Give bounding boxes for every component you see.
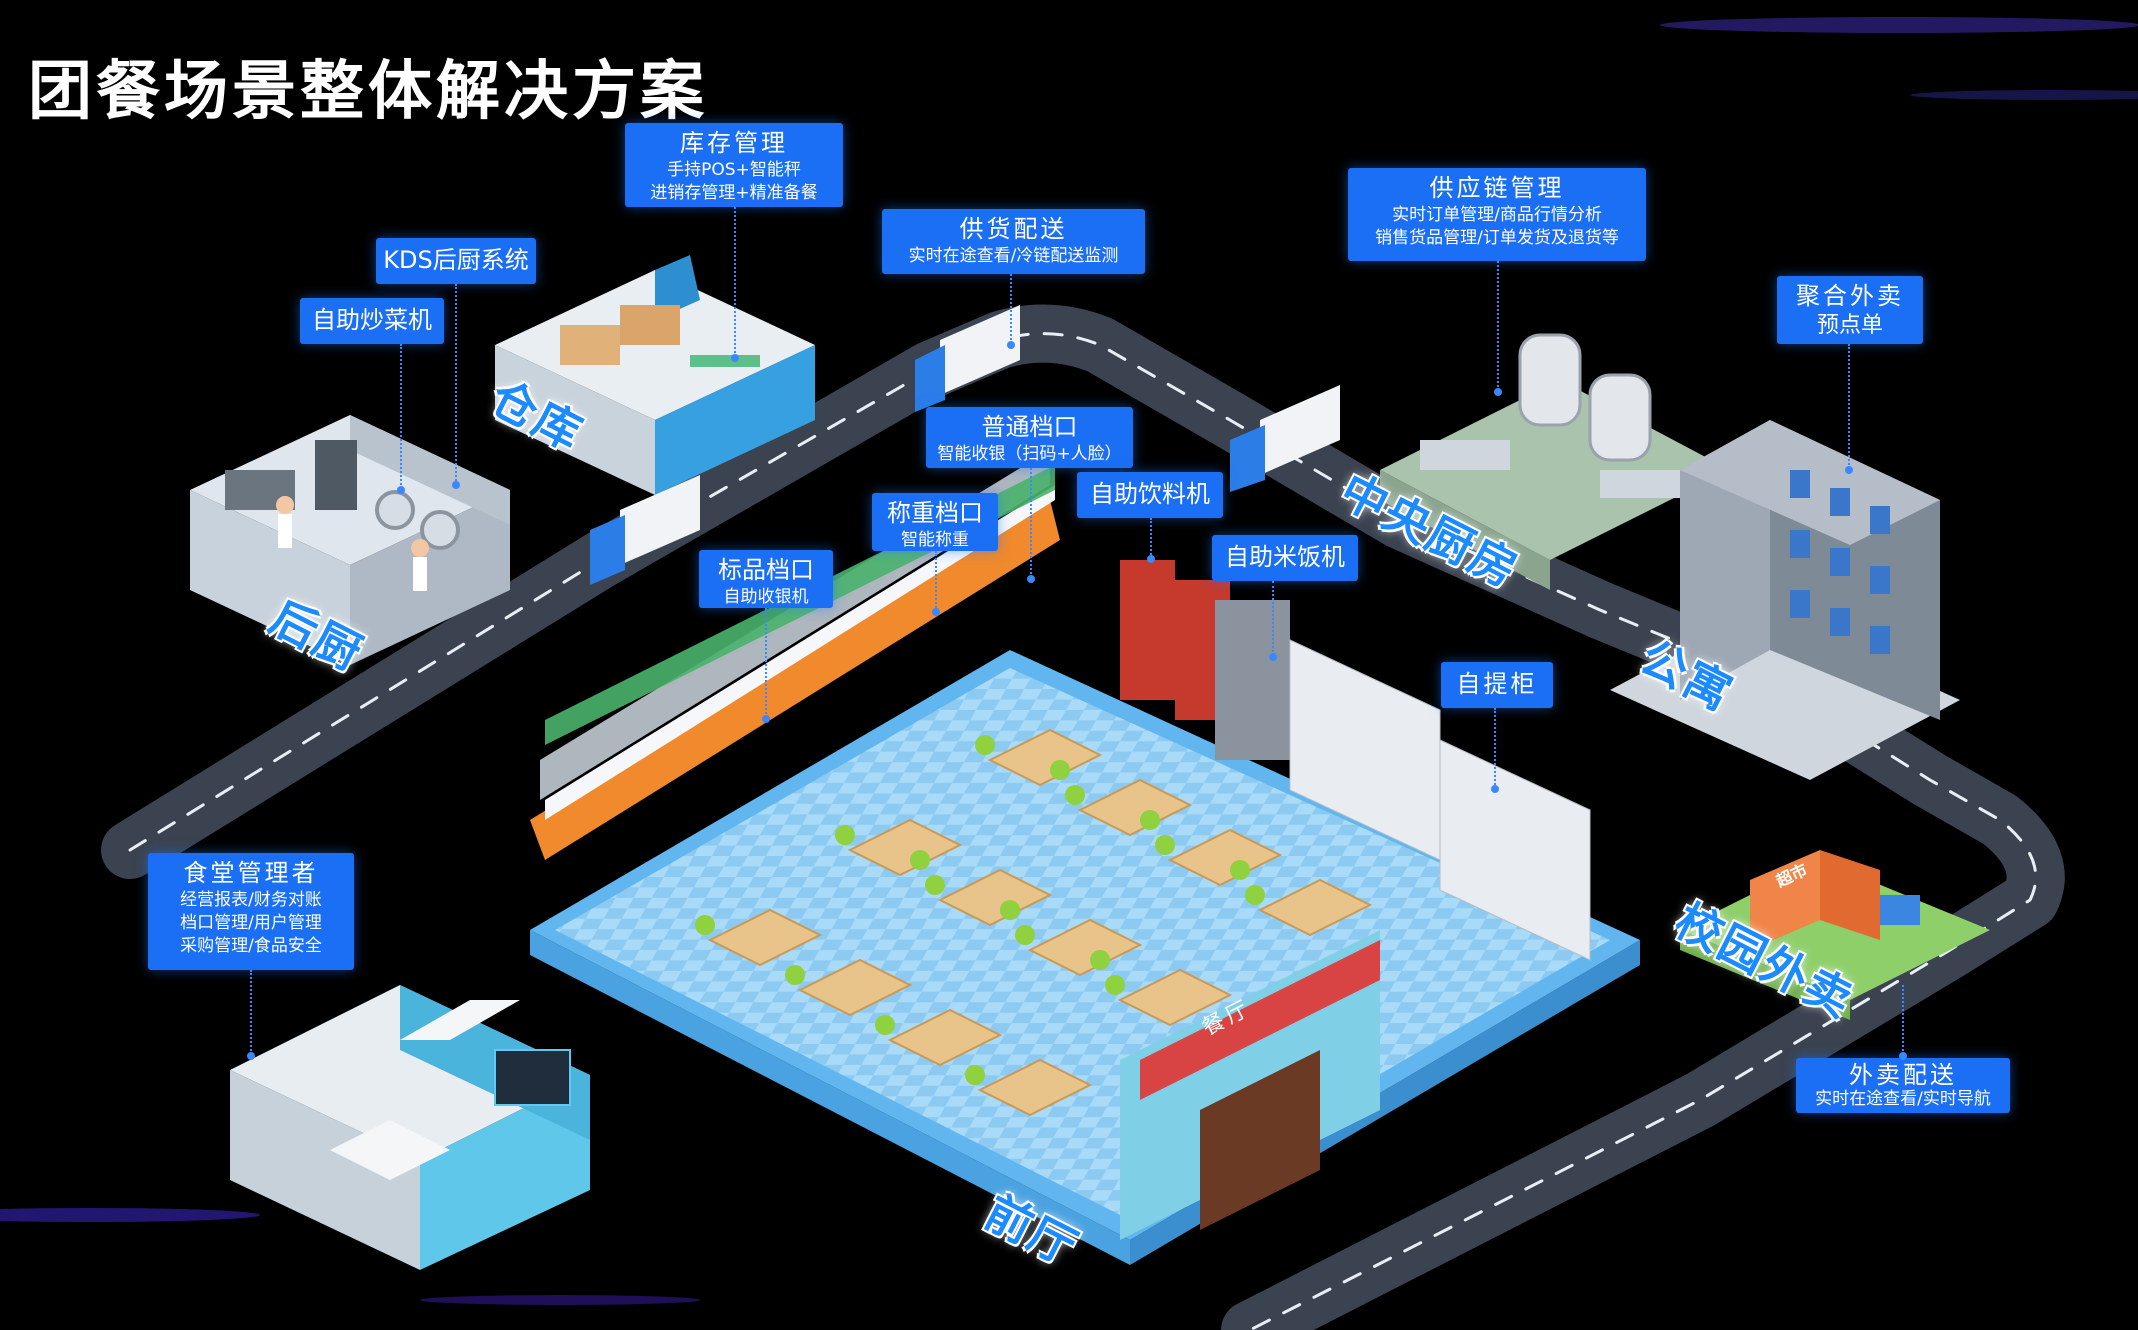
leader-kds [452,284,460,489]
callout-regular-stall-title: 普通档口 [981,413,1078,441]
manager-office-illustration [230,985,590,1270]
callout-weighing-stall-line-1: 智能称重 [901,530,969,550]
callout-auto-wok[interactable]: 自助炒菜机 [300,298,444,344]
leader-aggregated-delivery [1845,344,1853,474]
back-kitchen-illustration [190,415,510,665]
leader-pickup-locker [1491,708,1499,793]
callout-kds-title: KDS后厨系统 [383,246,529,274]
callout-canteen-manager-line-1: 经营报表/财务对账 [180,890,322,910]
callout-delivery-dispatch-title: 外卖配送 [1849,1061,1957,1089]
page-title: 团餐场景整体解决方案 [28,55,708,129]
callout-supply-delivery-line-1: 实时在途查看/冷链配送监测 [908,246,1119,266]
callout-pickup-locker[interactable]: 自提柜 [1441,662,1553,708]
callout-drink-machine-title: 自助饮料机 [1090,480,1210,508]
leader-delivery-dispatch [1899,985,1907,1060]
callout-weighing-stall-title: 称重档口 [887,499,983,527]
callout-labeled-stall[interactable]: 标品档口 自助收银机 [699,550,833,608]
leader-labeled-stall [762,608,770,723]
callout-inventory[interactable]: 库存管理 手持POS+智能秤 进销存管理+精准备餐 [625,123,843,207]
leader-regular-stall [1027,468,1035,583]
callout-delivery-dispatch-line-1: 实时在途查看/实时导航 [1815,1089,1991,1109]
callout-delivery-dispatch[interactable]: 外卖配送 实时在途查看/实时导航 [1796,1058,2010,1113]
callout-canteen-manager[interactable]: 食堂管理者 经营报表/财务对账 档口管理/用户管理 采购管理/食品安全 [148,853,354,970]
callout-supply-chain[interactable]: 供应链管理 实时订单管理/商品行情分析 销售货品管理/订单发货及退货等 [1348,168,1646,261]
leader-supply-chain [1494,261,1502,396]
callout-inventory-title: 库存管理 [680,129,788,157]
callout-supply-chain-line-1: 实时订单管理/商品行情分析 [1392,205,1602,225]
callout-regular-stall[interactable]: 普通档口 智能收银（扫码+人脸） [926,407,1133,468]
callout-labeled-stall-title: 标品档口 [718,556,814,584]
callout-kds[interactable]: KDS后厨系统 [376,238,536,284]
callout-aggregated-delivery-title: 聚合外卖 [1796,282,1904,310]
callout-aggregated-delivery[interactable]: 聚合外卖 预点单 [1777,276,1923,344]
leader-auto-wok [397,344,405,494]
apartment-illustration [1610,420,1960,780]
leader-supply-delivery [1007,274,1015,349]
background-glow [0,17,2138,1305]
callout-aggregated-delivery-line-1: 预点单 [1816,313,1883,338]
campus-delivery-illustration [1680,850,1990,1020]
callout-regular-stall-line-1: 智能收银（扫码+人脸） [937,444,1122,464]
central-kitchen-illustration [1380,333,1730,590]
callout-auto-wok-title: 自助炒菜机 [312,306,432,334]
callout-canteen-manager-line-3: 采购管理/食品安全 [180,936,322,956]
callout-canteen-manager-title: 食堂管理者 [183,859,319,887]
callout-inventory-line-2: 进销存管理+精准备餐 [650,183,818,203]
callout-inventory-line-1: 手持POS+智能秤 [667,160,801,180]
callout-drink-machine[interactable]: 自助饮料机 [1077,472,1223,518]
leader-drink-machine [1147,518,1155,563]
leader-canteen-manager [247,970,255,1060]
callout-weighing-stall[interactable]: 称重档口 智能称重 [872,493,998,551]
callout-rice-machine[interactable]: 自助米饭机 [1212,535,1358,581]
callout-rice-machine-title: 自助米饭机 [1225,543,1345,571]
callout-supply-delivery[interactable]: 供货配送 实时在途查看/冷链配送监测 [882,209,1145,274]
callout-supply-delivery-title: 供货配送 [959,215,1068,243]
leader-rice-machine [1269,581,1277,661]
callout-supply-chain-title: 供应链管理 [1429,174,1565,202]
callout-pickup-locker-title: 自提柜 [1456,670,1538,698]
callout-labeled-stall-line-1: 自助收银机 [723,587,809,607]
leader-inventory [731,207,739,362]
delivery-trucks [590,305,1340,585]
callout-canteen-manager-line-2: 档口管理/用户管理 [180,913,322,933]
callout-supply-chain-line-2: 销售货品管理/订单发货及退货等 [1375,228,1619,248]
leader-weighing-stall [932,551,940,616]
